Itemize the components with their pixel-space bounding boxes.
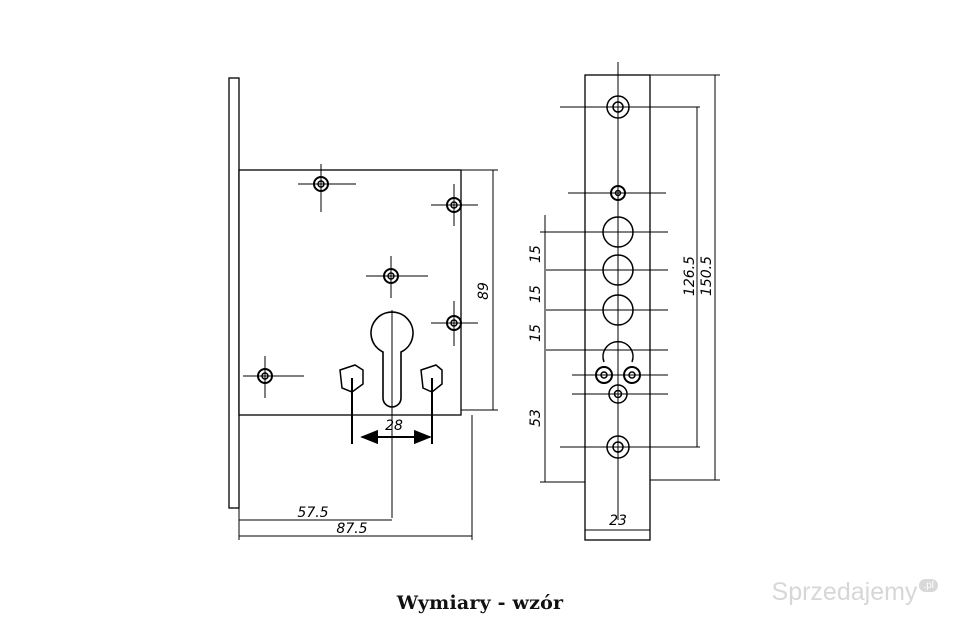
dim-89: 89 [476, 282, 492, 300]
mount-hole-3 [366, 256, 428, 298]
watermark-text: Sprzedajemy [771, 578, 918, 606]
watermark: Sprzedajemy.pl [772, 578, 938, 607]
lock-body-view [228, 77, 498, 540]
screw-cluster [572, 366, 668, 404]
watermark-badge: .pl [919, 579, 938, 592]
right-slot [420, 364, 443, 393]
caption: Wymiary - wzór [396, 592, 564, 614]
dim-53: 53 [528, 409, 544, 427]
dim-57-5: 57.5 [297, 505, 328, 521]
front-plate-side [228, 77, 240, 509]
dim-150-5: 150.5 [699, 256, 715, 296]
faceplate-hole-bottom [560, 435, 700, 459]
dim-15-a: 15 [528, 245, 544, 263]
mount-hole-4 [431, 301, 478, 346]
dim-28: 28 [385, 418, 403, 434]
dim-15-b: 15 [528, 285, 544, 303]
latch [602, 340, 634, 363]
dim-87-5: 87.5 [336, 521, 367, 537]
mount-hole-5 [243, 356, 304, 398]
left-slot [339, 364, 364, 393]
dim-15-c: 15 [528, 324, 544, 342]
dim-23: 23 [609, 513, 627, 529]
faceplate-screw [568, 185, 666, 201]
dim-126-5: 126.5 [682, 256, 698, 296]
mount-hole-2 [431, 184, 478, 226]
mount-hole-1 [298, 164, 356, 212]
faceplate-view [540, 62, 720, 541]
lock-case [238, 169, 462, 416]
